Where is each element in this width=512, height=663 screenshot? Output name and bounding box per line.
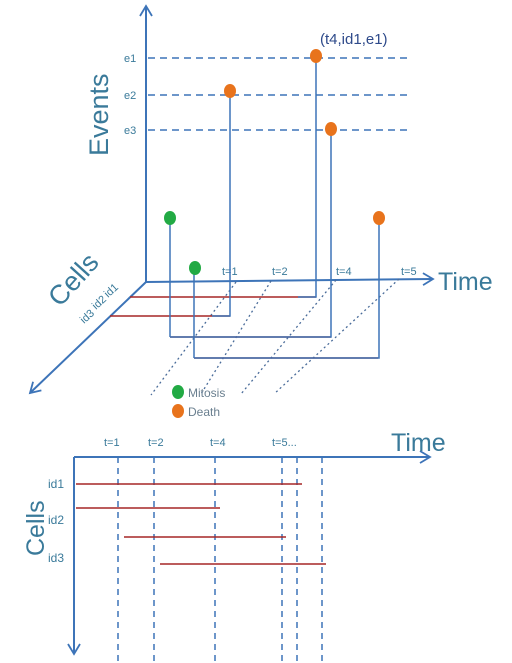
bottom-cell-label-id3: id3 [48,551,64,565]
stem-e1 [298,56,317,298]
top-3d-diagram: Events Time Cells e1 e2 e3 (t4,id1,e1) t… [28,4,493,396]
time-tick-t5: t=5 [401,266,417,278]
event-stems [169,56,380,359]
legend: Mitosis Death [172,385,225,419]
cells-axis [28,281,147,395]
cell-label-id3: id3 [78,307,97,326]
legend-death-label: Death [188,405,220,419]
bottom-cells-axis-title: Cells [22,500,50,556]
time-axis-title: Time [438,268,493,296]
cell-label-id1: id1 [102,281,121,300]
bottom-time-axis-title: Time [391,429,446,457]
bottom-cell-label-id1: id1 [48,477,64,491]
mitosis-marker-1 [164,211,176,225]
bottom-time-tick-t2: t=2 [148,437,164,449]
time-projection-t5 [273,278,400,395]
event-annotation: (t4,id1,e1) [320,31,388,48]
bottom-time-tick-t5: t=5... [272,437,297,449]
death-marker-e3 [325,122,337,136]
stem-e3 [170,129,332,338]
event-label-e1: e1 [124,53,136,65]
bottom-time-tick-t1: t=1 [104,437,120,449]
death-marker-e2 [224,84,236,98]
event-label-e3: e3 [124,125,136,137]
time-tick-t4: t=4 [336,266,352,278]
death-marker-t5 [373,211,385,225]
legend-death-swatch [172,404,184,418]
bottom-2d-diagram: Time Cells t=1 t=2 t=4 t=5... id1 id2 id… [22,429,446,663]
time-tick-t2: t=2 [272,266,288,278]
legend-mitosis-swatch [172,385,184,399]
bottom-time-tick-t4: t=4 [210,437,226,449]
bottom-cell-label-id2: id2 [48,513,64,527]
stem-e2 [212,91,231,317]
time-axis [145,272,435,286]
events-axis-title: Events [84,73,114,156]
mitosis-marker-2 [189,261,201,275]
stem-death [194,218,380,359]
event-label-e2: e2 [124,90,136,102]
death-marker-e1 [310,49,322,63]
legend-mitosis-label: Mitosis [188,386,225,400]
